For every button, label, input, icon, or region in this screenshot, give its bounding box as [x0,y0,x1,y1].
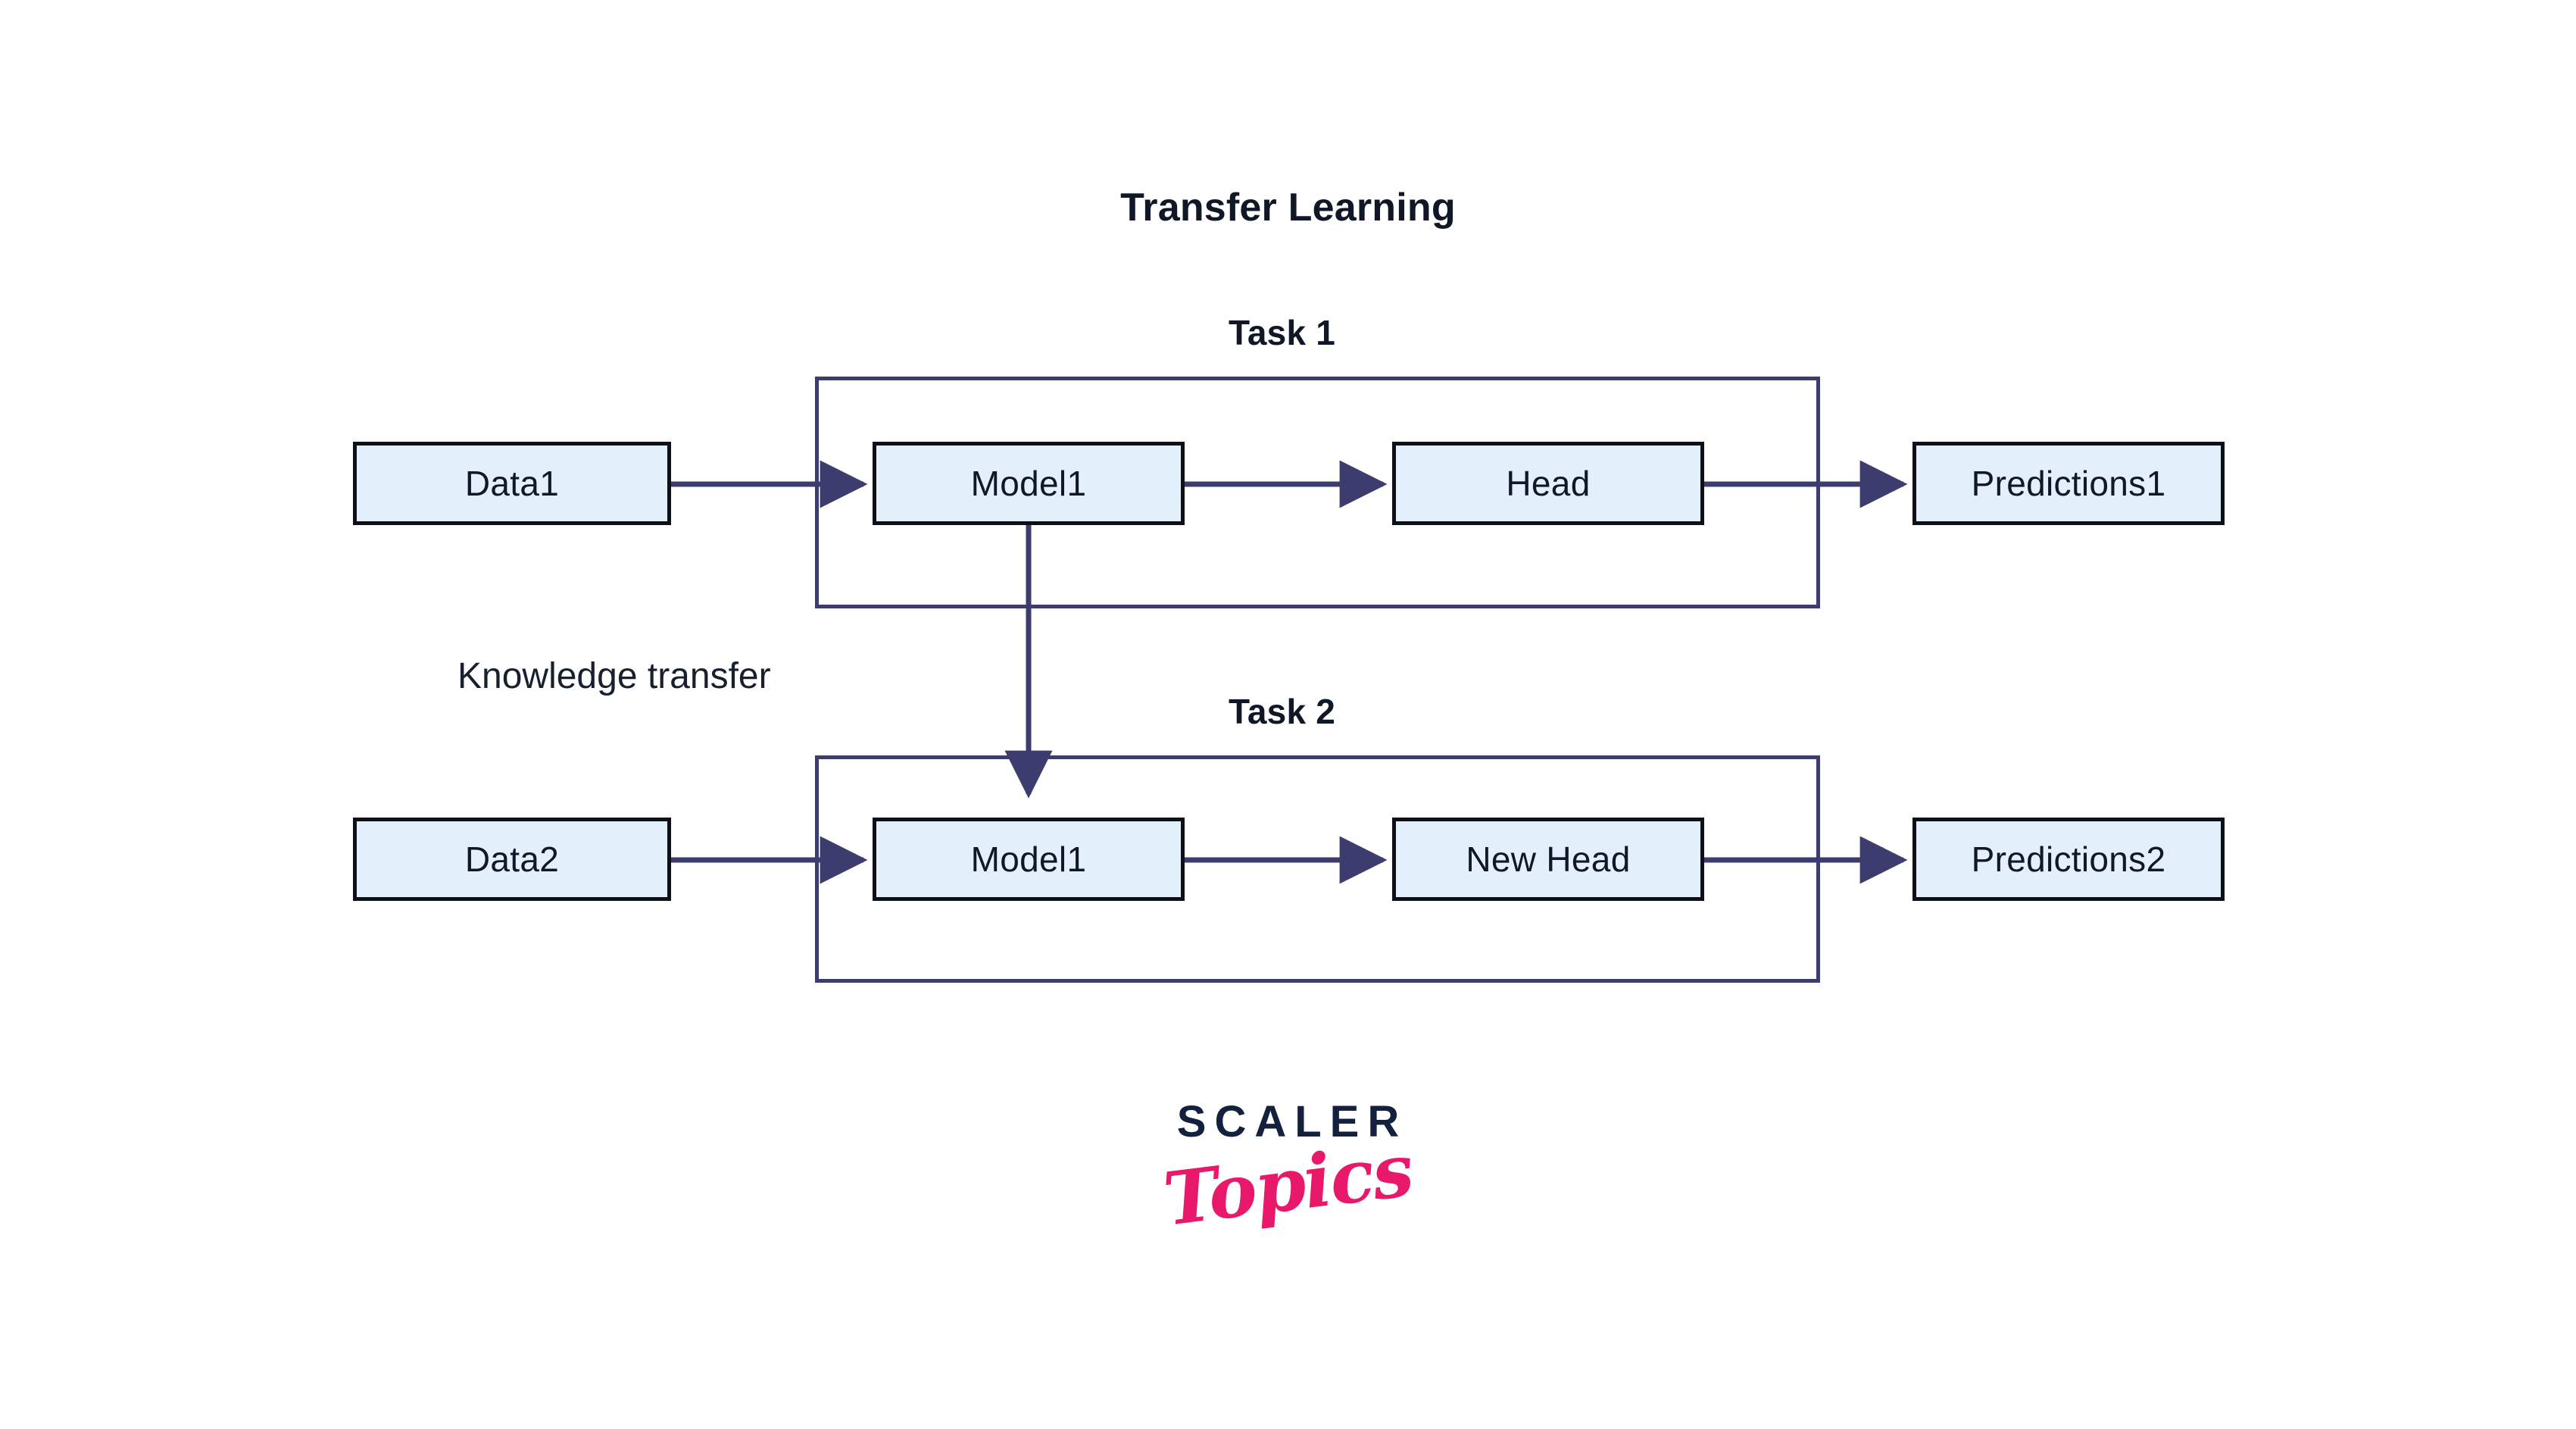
task2-group-label: Task 2 [1229,692,1335,731]
logo-wordmark-scaler: SCALER [1176,1097,1408,1146]
task1-group-label: Task 1 [1229,313,1335,352]
page-title: Transfer Learning [1120,186,1456,230]
logo-wordmark-topics: Topics [1159,1127,1417,1243]
task1-group-container [815,377,1820,608]
node-predictions1[interactable]: Predictions1 [1912,442,2225,525]
node-new-head[interactable]: New Head [1392,818,1704,901]
node-model1-task2[interactable]: Model1 [873,818,1185,901]
knowledge-transfer-label: Knowledge transfer [457,656,771,696]
scaler-topics-logo: SCALER Topics [0,1097,2576,1243]
node-predictions2[interactable]: Predictions2 [1912,818,2225,901]
node-data1[interactable]: Data1 [353,442,671,525]
node-head[interactable]: Head [1392,442,1704,525]
node-data2[interactable]: Data2 [353,818,671,901]
task2-group-container [815,755,1820,983]
node-model1-task1[interactable]: Model1 [873,442,1185,525]
